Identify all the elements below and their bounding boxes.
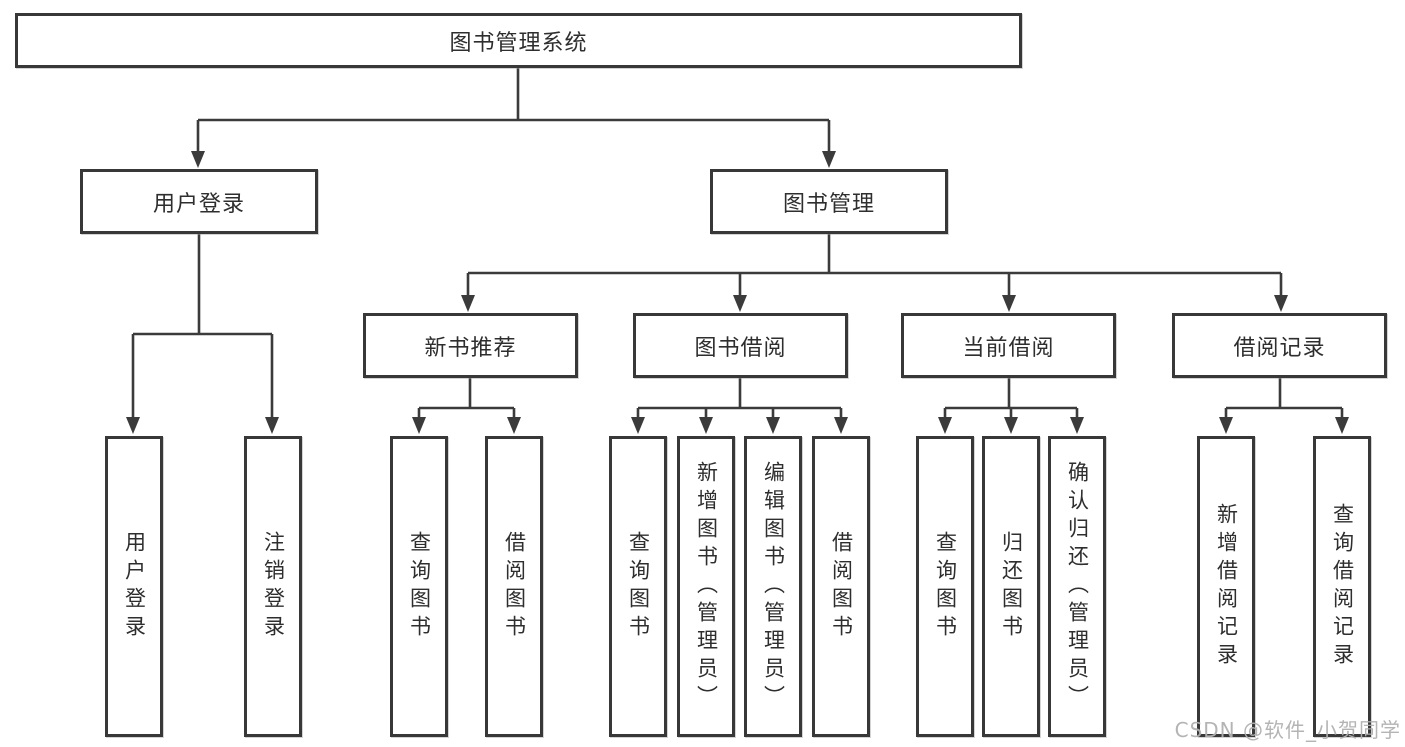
leaf-label: 编辑图书（管理员） xyxy=(761,460,786,713)
leaf-query-borrow-record: 查询借阅记录 xyxy=(1313,436,1371,737)
leaf-label: 查询借阅记录 xyxy=(1330,502,1355,671)
leaf-query-book-recommend: 查询图书 xyxy=(390,436,448,737)
leaf-confirm-return-admin: 确认归还（管理员） xyxy=(1048,436,1106,737)
leaf-query-book-current: 查询图书 xyxy=(916,436,974,737)
leaf-edit-book-admin: 编辑图书（管理员） xyxy=(744,436,802,737)
leaf-label: 确认归还（管理员） xyxy=(1065,460,1090,713)
node-user-login: 用户登录 xyxy=(80,169,318,234)
leaf-label: 查询图书 xyxy=(407,530,432,643)
node-root: 图书管理系统 xyxy=(15,13,1022,68)
leaf-query-book-borrow: 查询图书 xyxy=(609,436,667,737)
leaf-label: 借阅图书 xyxy=(829,530,854,643)
leaf-label: 查询图书 xyxy=(933,530,958,643)
csdn-watermark: CSDN @软件_小贺同学 xyxy=(1174,718,1401,742)
leaf-label: 查询图书 xyxy=(626,530,651,643)
leaf-label: 用户登录 xyxy=(122,530,147,643)
leaf-logout: 注销登录 xyxy=(244,436,302,737)
leaf-label: 借阅图书 xyxy=(502,530,527,643)
leaf-add-borrow-record: 新增借阅记录 xyxy=(1197,436,1255,737)
leaf-return-book: 归还图书 xyxy=(982,436,1040,737)
leaf-label: 新增图书（管理员） xyxy=(694,460,719,713)
leaf-borrow-book-recommend: 借阅图书 xyxy=(485,436,543,737)
leaf-label: 归还图书 xyxy=(999,530,1024,643)
leaf-user-login: 用户登录 xyxy=(105,436,163,737)
node-book-borrow: 图书借阅 xyxy=(633,313,848,378)
leaf-add-book-admin: 新增图书（管理员） xyxy=(677,436,735,737)
leaf-borrow-book: 借阅图书 xyxy=(812,436,870,737)
leaf-label: 新增借阅记录 xyxy=(1214,502,1239,671)
node-new-book-recommend: 新书推荐 xyxy=(363,313,578,378)
arrowhead-icons xyxy=(126,151,1349,434)
node-borrow-records: 借阅记录 xyxy=(1172,313,1387,378)
node-current-borrow: 当前借阅 xyxy=(901,313,1116,378)
leaf-label: 注销登录 xyxy=(261,530,286,643)
node-book-management: 图书管理 xyxy=(710,169,948,234)
